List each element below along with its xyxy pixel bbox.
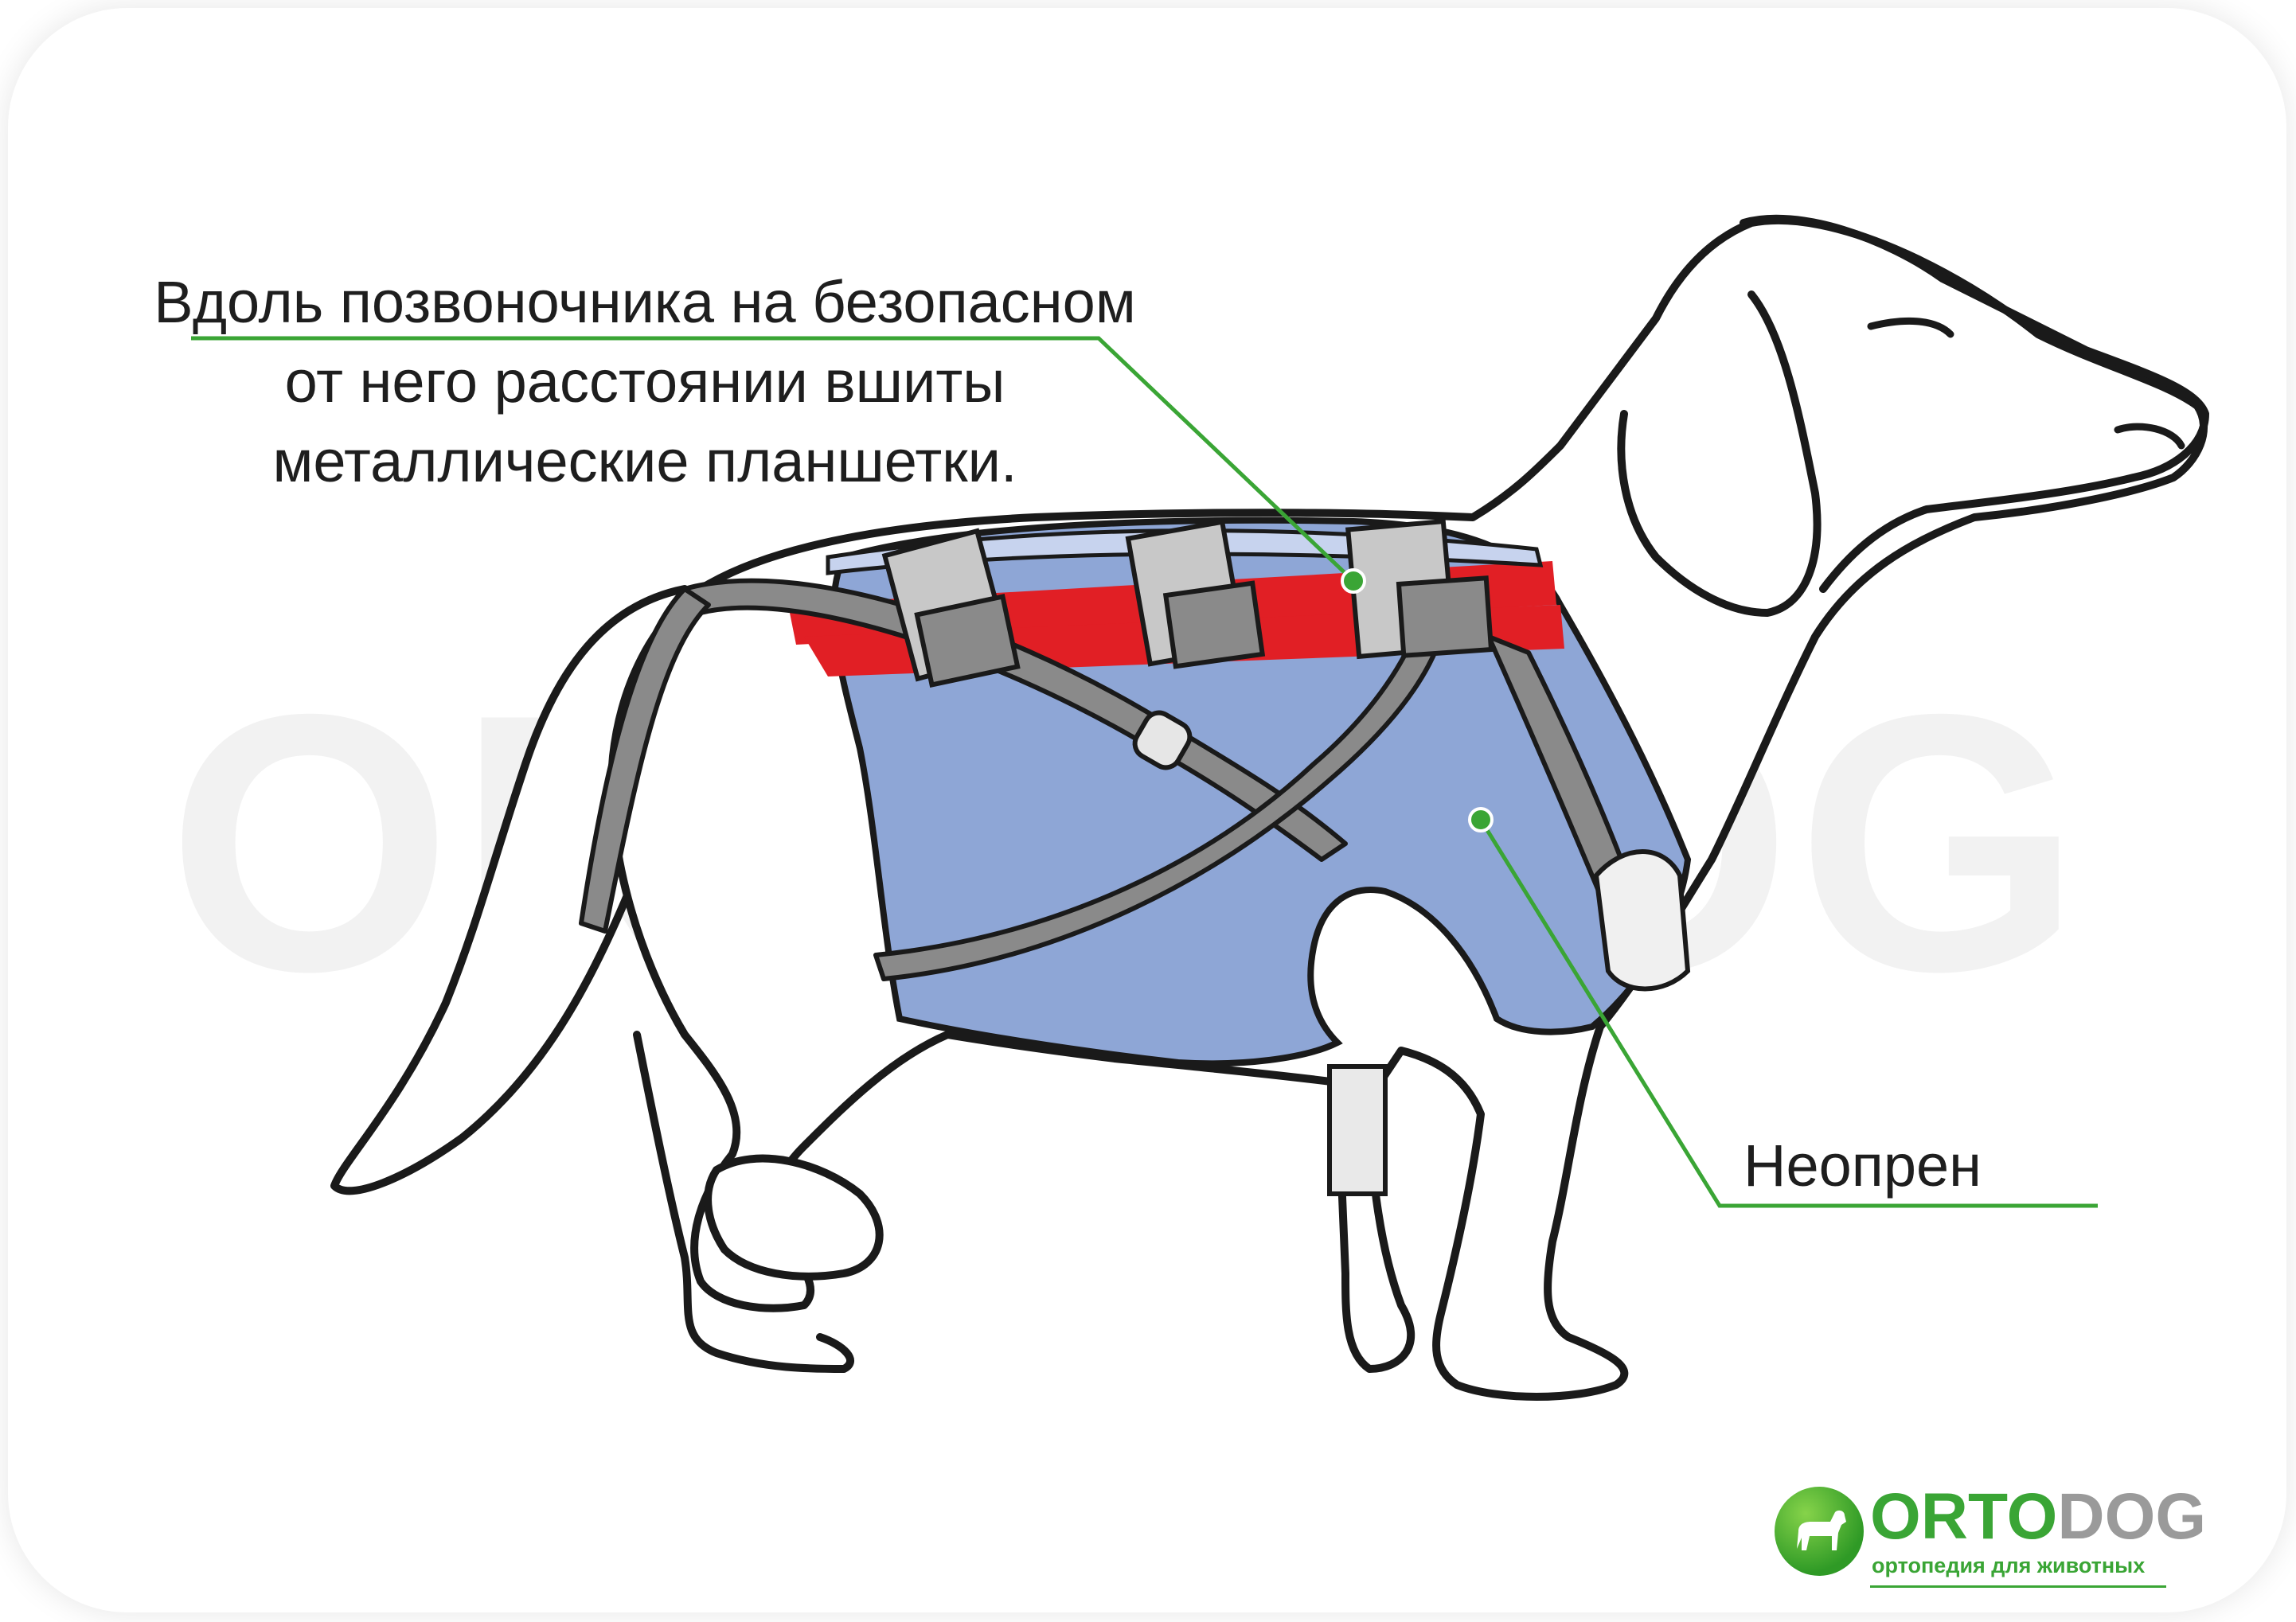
dog-ear xyxy=(1617,290,1822,617)
annotation-spine-line-3: металлические планшетки. xyxy=(272,428,1017,494)
leader-dot-spine xyxy=(1341,568,1366,594)
logo-word-dog: DOG xyxy=(2057,1480,2207,1553)
back-leg xyxy=(633,1031,854,1373)
dog-nose xyxy=(2114,423,2185,450)
strap-loop-left xyxy=(579,587,711,934)
dog-tail xyxy=(330,585,705,1195)
ortodog-logo: ORTODOG ортопедия для животных xyxy=(1771,1479,2206,1598)
logo-tagline: ортопедия для животных xyxy=(1872,1554,2146,1577)
annotation-spine-line-1: Вдоль позвоночника на безопасном xyxy=(154,269,1136,335)
annotation-spine-line-2: от него расстоянии вшиты xyxy=(284,349,1005,415)
logo-underline xyxy=(1870,1585,2166,1588)
velcro-tab-3 xyxy=(1396,575,1494,658)
d-ring xyxy=(1132,710,1193,770)
annotation-spine: Вдоль позвоночника на безопасном от него… xyxy=(88,263,1202,501)
dog-head xyxy=(1740,214,2209,593)
velcro-tab-2 xyxy=(1162,580,1266,669)
leader-line-spine xyxy=(191,336,1355,583)
velcro-tab-1 xyxy=(914,593,1021,688)
logo-word-orto: ORTO xyxy=(1870,1480,2058,1553)
annotation-neoprene: Неопрен xyxy=(1743,1133,1982,1199)
leg-bandage xyxy=(1327,1064,1388,1196)
logo-wordmark: ORTODOG xyxy=(1870,1480,2206,1554)
leader-dot-neoprene xyxy=(1468,807,1494,832)
back-paw xyxy=(704,1154,884,1281)
dog-silhouette-icon xyxy=(1797,1510,1846,1550)
dog-eye xyxy=(1867,318,1954,338)
chest-buckle xyxy=(1593,849,1691,992)
logo-badge xyxy=(1775,1487,1864,1576)
leader-line-neoprene xyxy=(1478,818,2098,1208)
